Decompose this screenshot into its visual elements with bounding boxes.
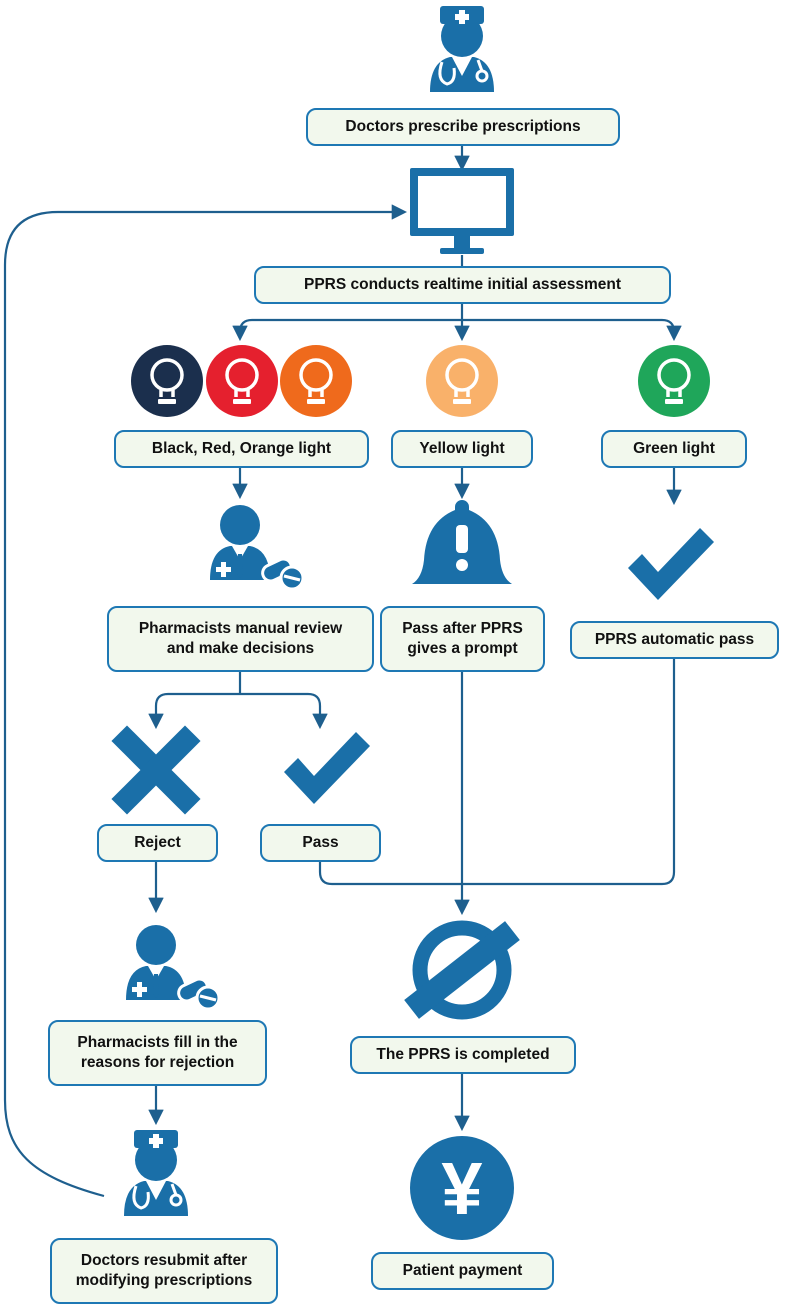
bell-alert-icon [412, 500, 512, 584]
pharmacists-review-box: Pharmacists manual review and make decis… [107, 606, 374, 672]
black-light-bulb-icon [129, 343, 205, 419]
red-light-bulb-icon [204, 343, 280, 419]
yellow-light-box: Yellow light [391, 430, 533, 468]
orange-light-bulb-icon [278, 343, 354, 419]
doctors-prescribe-label: Doctors prescribe prescriptions [345, 118, 581, 135]
doctors-prescribe-box: Doctors prescribe prescriptions [306, 108, 620, 146]
assessment-label: PPRS conducts realtime initial assessmen… [303, 276, 621, 293]
yen-symbol: ¥ [441, 1147, 482, 1230]
fill-reasons-box: Pharmacists fill in the reasons for reje… [48, 1020, 267, 1086]
assessment-box: PPRS conducts realtime initial assessmen… [254, 266, 671, 304]
cross-icon [111, 725, 201, 815]
arrow-review-to-reject [148, 692, 240, 730]
pharmacist-icon [208, 503, 305, 591]
arrow-loop-back-to-monitor [3, 204, 408, 1198]
connectors [3, 144, 682, 1198]
pass-after-prompt-box: Pass after PPRS gives a prompt [380, 606, 545, 672]
arrow-split-right [462, 318, 682, 342]
pharmacist-icon [124, 923, 221, 1011]
doctors-resubmit-box: Doctors resubmit after modifying prescri… [50, 1238, 278, 1304]
doctors-resubmit-line-1: Doctors resubmit after [80, 1252, 248, 1269]
arrow-review-to-pass [240, 692, 328, 730]
fill-reasons-line-2: reasons for rejection [80, 1054, 235, 1071]
pprs-completed-box: The PPRS is completed [350, 1036, 576, 1074]
yellow-light-label: Yellow light [419, 440, 505, 457]
doctors-resubmit-line-2: modifying prescriptions [75, 1272, 253, 1289]
yellow-light-bulb-icon [424, 343, 500, 419]
no-entry-icon [404, 920, 520, 1020]
automatic-pass-box: PPRS automatic pass [570, 621, 779, 659]
patient-payment-label: Patient payment [402, 1262, 523, 1279]
green-light-label: Green light [633, 440, 715, 457]
patient-payment-box: Patient payment [371, 1252, 554, 1290]
arrow-split-left [232, 318, 462, 342]
pass-after-prompt-line-1: Pass after PPRS [402, 620, 523, 637]
pass-check-icon [284, 732, 370, 804]
pass-after-prompt-line-2: gives a prompt [407, 640, 518, 657]
reject-label: Reject [134, 834, 181, 851]
pass-box: Pass [260, 824, 381, 862]
reject-box: Reject [97, 824, 218, 862]
pharmacists-review-line-2: and make decisions [166, 640, 315, 657]
black-red-orange-light-box: Black, Red, Orange light [114, 430, 369, 468]
monitor-icon [410, 168, 514, 254]
pprs-completed-label: The PPRS is completed [376, 1046, 550, 1063]
yen-icon: ¥ [410, 1136, 514, 1240]
fill-reasons-line-1: Pharmacists fill in the [77, 1034, 238, 1051]
pass-label: Pass [302, 834, 339, 851]
green-check-icon [628, 528, 714, 600]
black-red-orange-light-label: Black, Red, Orange light [151, 440, 332, 457]
doctor-icon [122, 1128, 190, 1218]
line-autopass-merge [318, 658, 676, 886]
green-light-box: Green light [601, 430, 747, 468]
green-light-bulb-icon [636, 343, 712, 419]
automatic-pass-label: PPRS automatic pass [594, 631, 755, 648]
doctor-icon [428, 4, 496, 94]
pharmacists-review-line-1: Pharmacists manual review [138, 620, 343, 637]
